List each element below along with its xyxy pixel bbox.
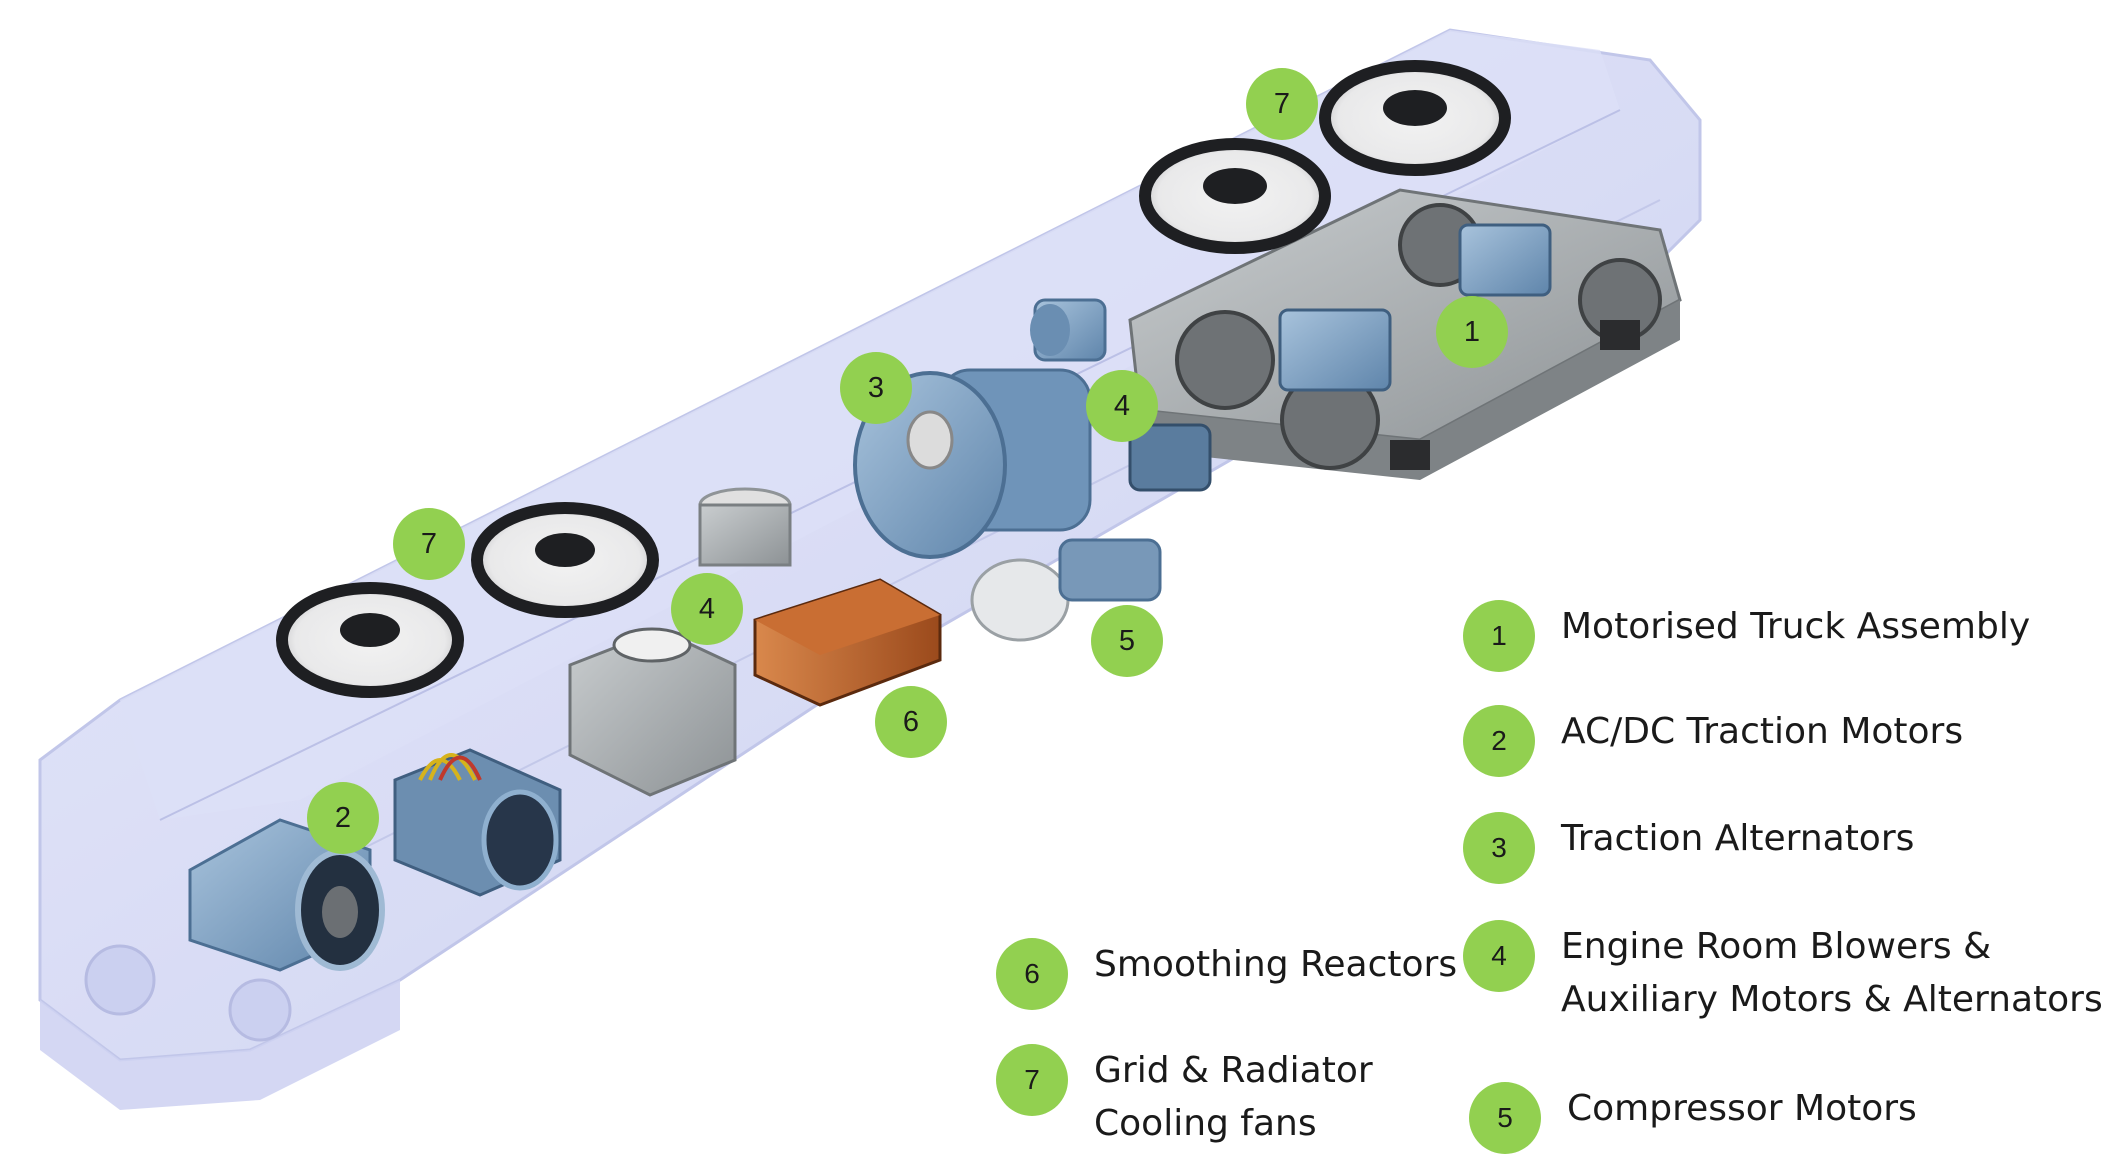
legend-number-badge: 3	[1463, 812, 1535, 884]
callout-7-fans-upper: 7	[1246, 68, 1318, 140]
legend-item-cooling-fans: 7 Grid & Radiator Cooling fans	[996, 1044, 1373, 1150]
legend-item-engine-room-blowers: 4 Engine Room Blowers & Auxiliary Motors…	[1463, 920, 2103, 1026]
legend-label: Engine Room Blowers & Auxiliary Motors &…	[1561, 926, 2103, 1020]
callout-5-compressor: 5	[1091, 605, 1163, 677]
smoothing-reactor	[753, 578, 942, 707]
cooling-fans-upper	[1139, 60, 1511, 254]
legend-number-badge: 5	[1469, 1082, 1541, 1154]
callout-4-blowers-upper: 4	[1086, 370, 1158, 442]
motorised-truck-assembly	[1128, 188, 1682, 480]
legend-item-compressor-motors: 5 Compressor Motors	[1469, 1082, 1917, 1154]
callout-3-traction-alternator: 3	[840, 352, 912, 424]
legend-number-badge: 6	[996, 938, 1068, 1010]
legend-number-badge: 2	[1463, 705, 1535, 777]
callout-2-traction-motors: 2	[307, 782, 379, 854]
legend-item-smoothing-reactors: 6 Smoothing Reactors	[996, 938, 1457, 1010]
legend-item-motorised-truck-assembly: 1 Motorised Truck Assembly	[1463, 600, 2030, 672]
callout-4-blowers-lower: 4	[671, 573, 743, 645]
legend-label: Smoothing Reactors	[1094, 944, 1458, 985]
callout-7-fans-lower: 7	[393, 508, 465, 580]
legend-label: AC/DC Traction Motors	[1561, 711, 1964, 752]
legend-label: Compressor Motors	[1567, 1088, 1917, 1129]
legend-label: Grid & Radiator Cooling fans	[1094, 1050, 1373, 1144]
cooling-fans-lower	[276, 502, 659, 698]
legend-item-traction-alternators: 3 Traction Alternators	[1463, 812, 1914, 884]
compressor-motor	[970, 538, 1162, 642]
legend-number-badge: 7	[996, 1044, 1068, 1116]
legend-number-badge: 1	[1463, 600, 1535, 672]
legend-number-badge: 4	[1463, 920, 1535, 992]
callout-6-smoothing-reactor: 6	[875, 686, 947, 758]
legend-item-traction-motors: 2 AC/DC Traction Motors	[1463, 705, 1963, 777]
legend-label: Traction Alternators	[1561, 818, 1915, 859]
traction-motors	[188, 748, 562, 972]
engine-room-blowers-lower	[568, 487, 792, 797]
callout-1-motorised-truck: 1	[1436, 296, 1508, 368]
legend-label: Motorised Truck Assembly	[1561, 606, 2031, 647]
engine-room-blowers-upper	[1030, 298, 1212, 492]
